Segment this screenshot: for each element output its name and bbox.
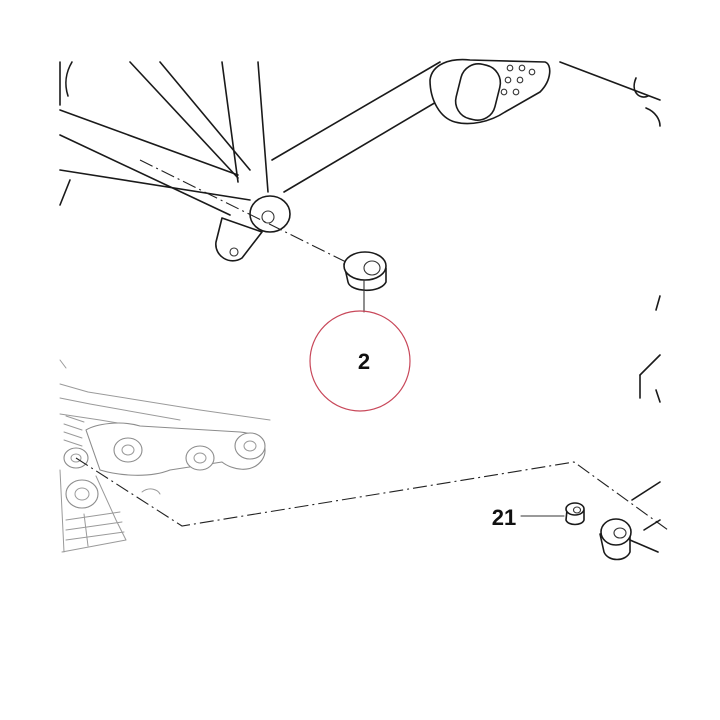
frame-tube-upper-a <box>59 109 239 176</box>
roller-assembly <box>599 481 661 561</box>
part-21-bushing <box>520 502 585 526</box>
mech-plate-ribs <box>65 511 125 547</box>
frame-stub <box>59 179 71 206</box>
plate-holes <box>500 64 536 96</box>
bushing-bore <box>363 260 381 276</box>
bushing-top <box>343 251 387 281</box>
frame-tube-diag-a <box>129 61 239 179</box>
lower-bracket <box>215 217 263 262</box>
callout-label-2[interactable]: 2 <box>358 349 370 374</box>
frame-right-curve <box>633 77 649 98</box>
bracket-hole <box>229 247 239 257</box>
perforated-plate <box>429 58 551 125</box>
mech-plate-left <box>59 469 65 553</box>
callout-label-21[interactable]: 21 <box>492 505 516 530</box>
frame-tube-upper-b <box>59 134 231 216</box>
frame-tube-vert-a <box>221 61 239 183</box>
mounting-boss <box>249 195 291 233</box>
assembly-axis-upper <box>139 159 347 263</box>
mounting-boss-hole <box>261 210 275 224</box>
roller-face <box>600 518 632 546</box>
frame-tube-diag-b <box>159 61 251 171</box>
frame-right-bracket-a <box>639 354 661 376</box>
plate-slot <box>454 63 502 121</box>
mech-plate-outline <box>61 475 127 553</box>
mech-link-top <box>59 383 271 421</box>
mech-pivot-a <box>113 437 143 463</box>
frame-right-bracket-c <box>655 389 661 403</box>
mech-pivot-e <box>65 479 99 509</box>
roller-bracket-a <box>631 481 661 501</box>
mech-spring <box>63 415 85 447</box>
frame-right-curve-b <box>645 107 661 127</box>
frame-right-edge <box>559 61 661 101</box>
mech-pivot-c <box>234 432 266 460</box>
frame-tube-vert-b <box>257 61 269 193</box>
assembly-axis-lower <box>75 457 669 531</box>
part-2-bushing <box>343 251 387 313</box>
frame-tube-lower-a <box>59 169 251 201</box>
roller-bracket-b <box>643 519 661 531</box>
highlight-circle[interactable] <box>309 310 411 412</box>
frame-curve <box>65 61 73 97</box>
footrest-mechanism <box>59 359 271 553</box>
mech-pivot-b <box>185 445 215 471</box>
frame-right-tick <box>655 295 661 311</box>
roller-axle <box>629 539 659 553</box>
frame-tube-right-a <box>271 61 441 161</box>
frame-assembly <box>59 58 661 403</box>
